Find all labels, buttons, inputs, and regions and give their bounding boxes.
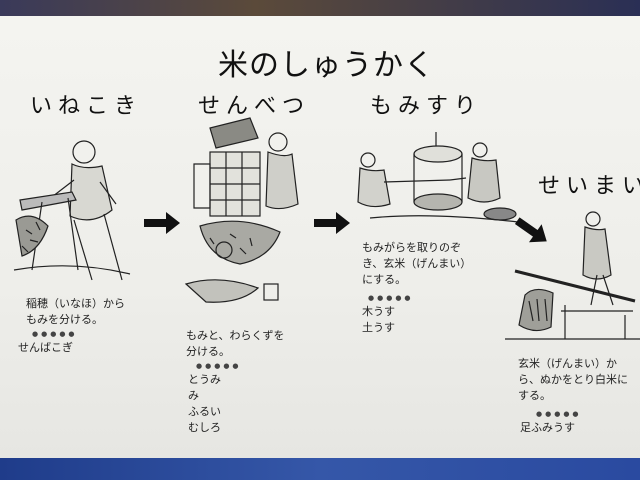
tool-list-senbetsu: とうみ み ふるい むしろ	[188, 372, 221, 436]
illustration-threshing	[13, 140, 131, 281]
tool-list-inekoki: せんばこぎ	[18, 340, 73, 356]
tool-name: 足ふみうす	[520, 421, 575, 434]
arrow-down-right-icon	[514, 217, 547, 243]
illustration-polishing	[505, 211, 640, 340]
description-line: する。	[518, 389, 551, 402]
tool-name: とうみ	[188, 373, 221, 386]
emphasis-dots: ●●●●●	[368, 294, 414, 302]
step-heading-inekoki: いねこき	[30, 94, 143, 119]
step-heading-senbetsu: せんべつ	[198, 94, 311, 119]
step-heading-seimai: せいまい	[538, 174, 640, 199]
description-line: もみがらを取りのぞ	[362, 241, 461, 254]
arrow-right-icon	[314, 212, 350, 234]
step-description-senbetsu: もみと、わらくずを 分ける。	[186, 328, 285, 360]
description-line: もみと、わらくずを	[186, 329, 285, 342]
description-line: 稲穂（いなほ）から	[26, 297, 125, 310]
description-line: き、玄米（げんまい）	[362, 257, 472, 270]
background-bottom-strip	[0, 458, 640, 480]
tool-name: ふるい	[188, 405, 221, 418]
step-description-seimai: 玄米（げんまい）か ら、ぬかをとり白米に する。	[518, 356, 628, 404]
tool-name: 土うす	[362, 321, 395, 334]
illustration-winnowing	[184, 117, 299, 303]
illustration-hulling	[357, 132, 519, 223]
description-line: 分ける。	[186, 345, 230, 358]
emphasis-dots: ●●●●●	[536, 410, 582, 418]
description-line: ら、ぬかをとり白米に	[518, 373, 628, 386]
description-line: 玄米（げんまい）か	[518, 357, 617, 370]
emphasis-dots: ●●●●●	[196, 362, 242, 370]
step-description-inekoki: 稲穂（いなほ）から もみを分ける。	[26, 296, 125, 328]
arrow-right-icon	[144, 212, 180, 234]
emphasis-dots: ●●●●●	[32, 330, 78, 338]
tool-list-seimai: 足ふみうす	[520, 420, 575, 436]
background-top-strip	[0, 0, 640, 18]
step-heading-momisuri: もみすり	[370, 94, 483, 119]
tool-name: むしろ	[188, 421, 221, 434]
tool-name: せんばこぎ	[18, 341, 73, 354]
board-title: 米のしゅうかく	[218, 48, 435, 83]
tool-name: み	[188, 389, 199, 402]
description-line: にする。	[362, 273, 407, 286]
tool-list-momisuri: 木うす 土うす	[362, 304, 395, 336]
tool-name: 木うす	[362, 305, 395, 318]
description-line: もみを分ける。	[26, 313, 103, 326]
step-description-momisuri: もみがらを取りのぞ き、玄米（げんまい） にする。	[362, 240, 471, 288]
